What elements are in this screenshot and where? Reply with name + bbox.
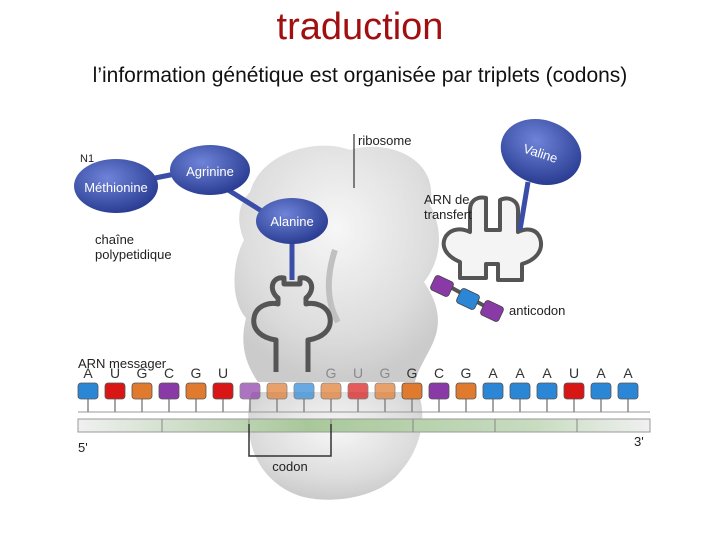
mrna-nucleotide-C [428, 382, 450, 400]
mrna-base-letter: A [488, 365, 498, 381]
mrna-base-letter: G [461, 365, 472, 381]
mrna-nucleotide-G [266, 382, 288, 400]
mrna-base-letter: G [137, 365, 148, 381]
mrna-nucleotide-A [536, 382, 558, 400]
codon-label: codon [272, 459, 307, 474]
amino-acid-valine: Valine [500, 119, 582, 185]
mrna-base-letter: A [515, 365, 525, 381]
mrna-base-letter: A [596, 365, 606, 381]
mrna-nucleotide-A [509, 382, 531, 400]
ribosome-body [234, 145, 439, 500]
trna-label-line2: transfert [424, 207, 472, 222]
anticodon-label: anticodon [509, 303, 565, 318]
codon-bracket [248, 424, 332, 457]
trna-in-ribosome [251, 275, 333, 372]
mrna-backbone [77, 411, 651, 433]
mrna-base-letter: A [542, 365, 552, 381]
mrna-base-letter: U [569, 365, 579, 381]
mrna-base-letter: C [434, 365, 444, 381]
three-prime-label: 3' [634, 434, 644, 449]
amino-acid-arginine-label: Agrinine [186, 164, 234, 179]
n1-label: N1 [80, 153, 94, 165]
mrna-nucleotide-G [374, 382, 396, 400]
five-prime-label: 5' [78, 440, 88, 455]
anticodon-nucleotide-C [480, 300, 504, 322]
mrna-base-letter: G [191, 365, 202, 381]
slide-title: traduction [276, 6, 444, 48]
mrna-nucleotide-U [212, 382, 234, 400]
chain-label-line1: chaîne [95, 232, 134, 247]
chain-label-line2: polypetidique [95, 247, 172, 262]
mrna-base-letter: U [353, 365, 363, 381]
mrna-base-letter: U [218, 365, 228, 381]
amino-acid-alanine-label: Alanine [270, 214, 313, 229]
mrna-nucleotide-U [347, 382, 369, 400]
amino-acid-methionine: Méthionine [74, 159, 158, 213]
mrna-label: ARN messager [78, 356, 167, 371]
mrna-nucleotide-G [455, 382, 477, 400]
mrna-base-letter: U [110, 365, 120, 381]
amino-acid-alanine: Alanine [256, 198, 328, 244]
mrna-nucleotide-U [104, 382, 126, 400]
anticodon-nucleotide-A [456, 288, 480, 310]
mrna-base-letter: A [623, 365, 633, 381]
anticodon-beads [430, 275, 504, 322]
mrna-nucleotide-A [77, 382, 99, 400]
ribosome-label: ribosome [358, 133, 411, 148]
mrna-base-letter: G [380, 365, 391, 381]
trna-label-line1: ARN de [424, 192, 470, 207]
mrna-nucleotide-U [563, 382, 585, 400]
mrna-nucleotide-A [617, 382, 639, 400]
mrna-base-letter: G [326, 365, 337, 381]
free-trna [441, 181, 543, 312]
mrna-nucleotide-G [185, 382, 207, 400]
mrna-base-letter: A [83, 365, 93, 381]
mrna-nucleotide-C [158, 382, 180, 400]
mrna-nucleotide-A [590, 382, 612, 400]
mrna-nucleotide-A [293, 382, 315, 400]
mrna-beads [77, 382, 639, 412]
amino-acid-arginine: Agrinine [170, 145, 250, 195]
mrna-nucleotide-A [482, 382, 504, 400]
mrna-nucleotide-G [131, 382, 153, 400]
mrna-nucleotide-G [401, 382, 423, 400]
amino-acid-methionine-label: Méthionine [84, 180, 148, 195]
mrna-nucleotide-C [239, 382, 261, 400]
mrna-nucleotide-G [320, 382, 342, 400]
mrna-base-letter: C [164, 365, 174, 381]
anticodon-nucleotide-C [430, 275, 454, 297]
slide-subtitle: l’information génétique est organisée pa… [92, 64, 628, 87]
mrna-base-letter: G [407, 365, 418, 381]
